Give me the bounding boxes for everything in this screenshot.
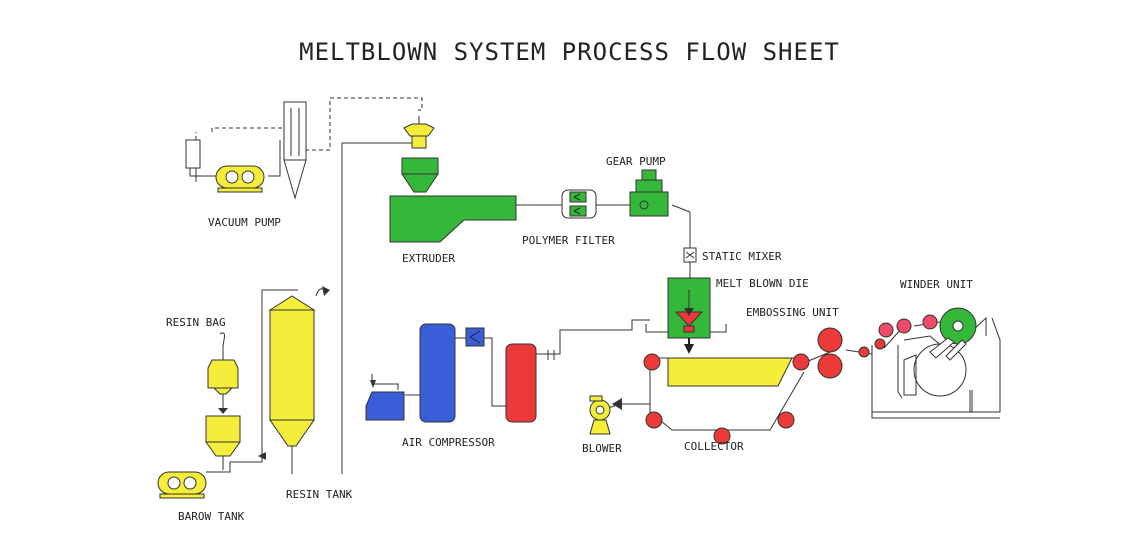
vacuum-filter-unit bbox=[185, 139, 201, 169]
label-polymer-filter: POLYMER FILTER bbox=[522, 234, 615, 247]
air-intake bbox=[365, 380, 405, 421]
gear-pump bbox=[629, 169, 669, 217]
label-air-compressor: AIR COMPRESSOR bbox=[402, 436, 495, 449]
cyclone-separator bbox=[283, 101, 307, 200]
diagram-title: MELTBLOWN SYSTEM PROCESS FLOW SHEET bbox=[299, 38, 840, 66]
air-heater bbox=[505, 343, 537, 423]
vacuum-lines bbox=[195, 97, 423, 151]
label-melt-blown-die: MELT BLOWN DIE bbox=[716, 277, 809, 290]
hopper-cyclone bbox=[403, 116, 435, 149]
label-barow-tank: BAROW TANK bbox=[178, 510, 245, 523]
feed-vessel bbox=[205, 415, 241, 470]
component-labels: VACUUM PUMP EXTRUDER POLYMER FILTER GEAR… bbox=[166, 155, 973, 523]
label-static-mixer: STATIC MIXER bbox=[702, 250, 782, 263]
collector bbox=[643, 353, 810, 445]
barow-tank bbox=[157, 471, 207, 499]
resin-bag bbox=[207, 332, 239, 414]
vacuum-pump bbox=[215, 165, 265, 193]
winder-unit bbox=[858, 307, 977, 397]
blower bbox=[589, 395, 622, 435]
label-gear-pump: GEAR PUMP bbox=[606, 155, 666, 168]
label-resin-tank: RESIN TANK bbox=[286, 488, 353, 501]
label-embossing-unit: EMBOSSING UNIT bbox=[746, 306, 839, 319]
extruder bbox=[389, 157, 517, 243]
air-compressor bbox=[419, 323, 456, 423]
static-mixer bbox=[683, 247, 697, 263]
label-blower: BLOWER bbox=[582, 442, 622, 455]
label-vacuum-pump: VACUUM PUMP bbox=[208, 216, 281, 229]
air-filter bbox=[465, 327, 485, 347]
label-resin-bag: RESIN BAG bbox=[166, 316, 226, 329]
label-winder-unit: WINDER UNIT bbox=[900, 278, 973, 291]
label-extruder: EXTRUDER bbox=[402, 252, 455, 265]
melt-blown-die bbox=[667, 277, 711, 354]
label-collector: COLLECTOR bbox=[684, 440, 744, 453]
embossing-unit bbox=[817, 327, 843, 379]
resin-tank bbox=[258, 286, 330, 460]
polymer-filter bbox=[561, 189, 597, 219]
